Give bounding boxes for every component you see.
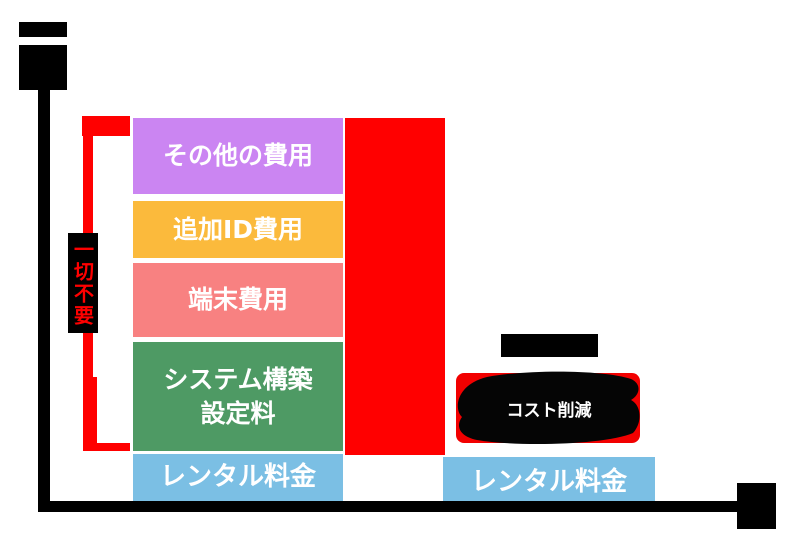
stack-segment-other-costs: その他の費用 bbox=[133, 118, 343, 194]
callout-blob-icon bbox=[456, 371, 640, 445]
stack-segment-system-setup-fee: システム構築 設定料 bbox=[133, 342, 343, 451]
stack-segment-terminal-costs: 端末費用 bbox=[133, 263, 343, 337]
bracket-label-unnecessary: 一切不要 bbox=[68, 233, 98, 333]
cost-reduction-callout: コスト削減 bbox=[455, 370, 643, 447]
x-axis-line bbox=[38, 501, 737, 512]
bracket-top-tick bbox=[82, 116, 130, 136]
y-axis-line bbox=[38, 90, 50, 512]
bracket-bottom-tick bbox=[97, 443, 130, 451]
black-banner bbox=[501, 334, 598, 357]
y-axis-arrowhead-bar bbox=[19, 22, 67, 37]
y-axis-arrowhead-square bbox=[19, 45, 67, 90]
stack-segment-rental-fee-left: レンタル料金 bbox=[133, 454, 343, 501]
x-axis-arrowhead-square bbox=[737, 483, 776, 529]
highlight-red-block bbox=[345, 118, 445, 455]
callout-label: コスト削減 bbox=[506, 401, 592, 421]
stack-segment-rental-fee-right: レンタル料金 bbox=[443, 457, 655, 501]
stack-segment-additional-id-costs: 追加ID費用 bbox=[133, 201, 343, 258]
bracket-stem-lower bbox=[83, 377, 97, 451]
